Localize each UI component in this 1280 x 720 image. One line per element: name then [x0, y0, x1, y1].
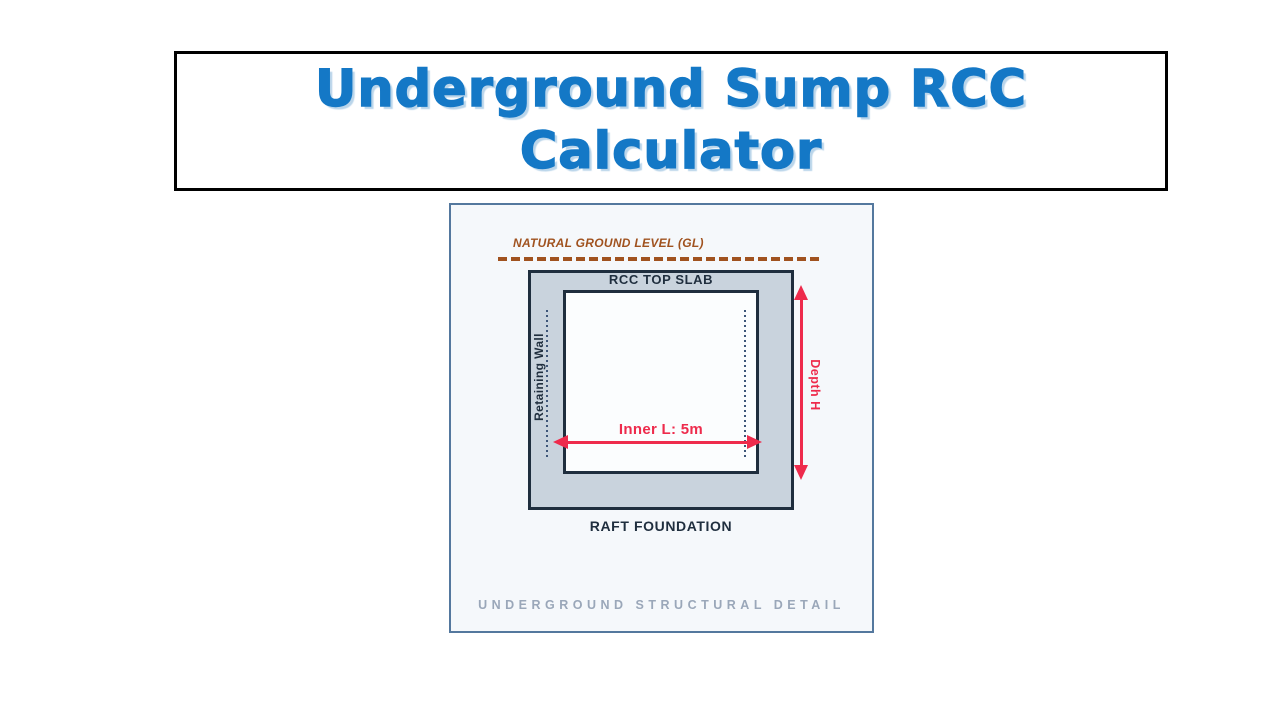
rcc-top-slab-label: RCC TOP SLAB	[608, 272, 714, 287]
rebar-dotted-line-left	[546, 310, 548, 460]
diagram-card: NATURAL GROUND LEVEL (GL) RCC TOP SLAB R…	[449, 203, 874, 633]
title-box: Underground Sump RCC Calculator	[174, 51, 1168, 191]
depth-label: Depth H	[808, 359, 822, 411]
raft-foundation-label: RAFT FOUNDATION	[589, 518, 733, 534]
inner-length-label: Inner L: 5m	[618, 421, 704, 438]
depth-dimension-arrow	[794, 285, 808, 480]
retaining-wall-label: Retaining Wall	[532, 333, 546, 421]
arrow-head-right-icon	[747, 435, 762, 449]
diagram-caption: UNDERGROUND STRUCTURAL DETAIL	[478, 598, 845, 612]
dimension-line	[564, 440, 751, 444]
ground-level-dashed-line	[498, 257, 820, 261]
slide-title-line-2: Calculator	[519, 121, 823, 181]
slide-title-line-1: Underground Sump RCC	[314, 59, 1028, 119]
arrow-head-down-icon	[794, 465, 808, 480]
ground-level-label: NATURAL GROUND LEVEL (GL)	[513, 236, 704, 250]
arrow-head-up-icon	[794, 285, 808, 300]
inner-length-dimension-arrow	[553, 435, 762, 449]
arrow-head-left-icon	[553, 435, 568, 449]
dimension-line	[799, 296, 803, 469]
rebar-dotted-line-right	[744, 310, 746, 458]
